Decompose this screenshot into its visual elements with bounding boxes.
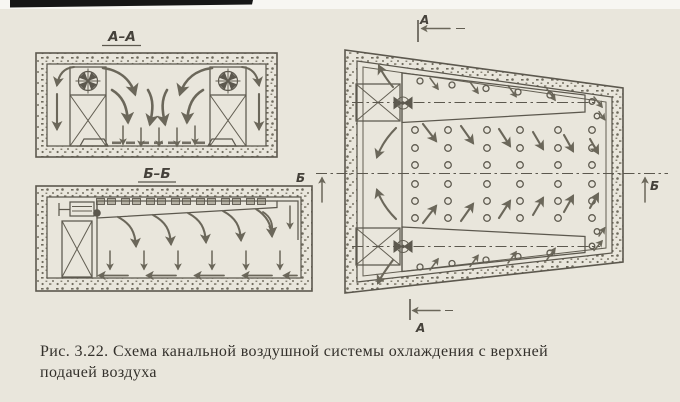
cooling-unit-right <box>209 66 247 147</box>
fan-icon <box>74 67 102 95</box>
air-duct <box>401 72 586 124</box>
section-bb-view: Б–Б <box>35 166 313 292</box>
scan-edge-artifact <box>0 0 680 9</box>
chamber-wall-hatch <box>35 52 278 158</box>
plan-view: Б Б А А <box>296 13 668 335</box>
cut-marker-a-bottom: А <box>415 321 425 335</box>
air-duct <box>401 226 586 273</box>
section-line-a: А А <box>409 13 465 335</box>
lower-duct-assembly <box>352 226 600 273</box>
air-supply-duct <box>96 198 278 219</box>
cut-marker-b-left: Б <box>296 171 305 185</box>
airflow-arrows <box>51 65 265 148</box>
caption-line-1: Рис. 3.22. Схема канальной воздушной сис… <box>40 343 549 360</box>
duct-outlet-holes <box>416 77 606 271</box>
cut-marker-b-right: Б <box>650 179 659 193</box>
airflow-arrows <box>374 64 600 285</box>
section-line-b: Б Б <box>296 171 668 203</box>
chamber-wall-hatch <box>344 49 624 294</box>
section-aa-view: А–А <box>35 29 278 158</box>
caption-line-2: подачей воздуха <box>40 363 157 381</box>
figure-caption: Рис. 3.22. Схема канальной воздушной сис… <box>40 342 648 383</box>
section-bb-label: Б–Б <box>143 166 170 182</box>
upper-duct-assembly <box>352 72 600 124</box>
fan-icon <box>214 67 242 95</box>
cooling-unit-left <box>69 66 107 147</box>
section-aa-label: А–А <box>107 29 136 45</box>
airflow-arrows <box>106 207 284 271</box>
floor-air-holes-grid <box>411 126 596 222</box>
chamber-wall-hatch <box>35 185 313 292</box>
fan-motor-unit <box>58 201 101 278</box>
cut-marker-a-top: А <box>419 13 429 27</box>
